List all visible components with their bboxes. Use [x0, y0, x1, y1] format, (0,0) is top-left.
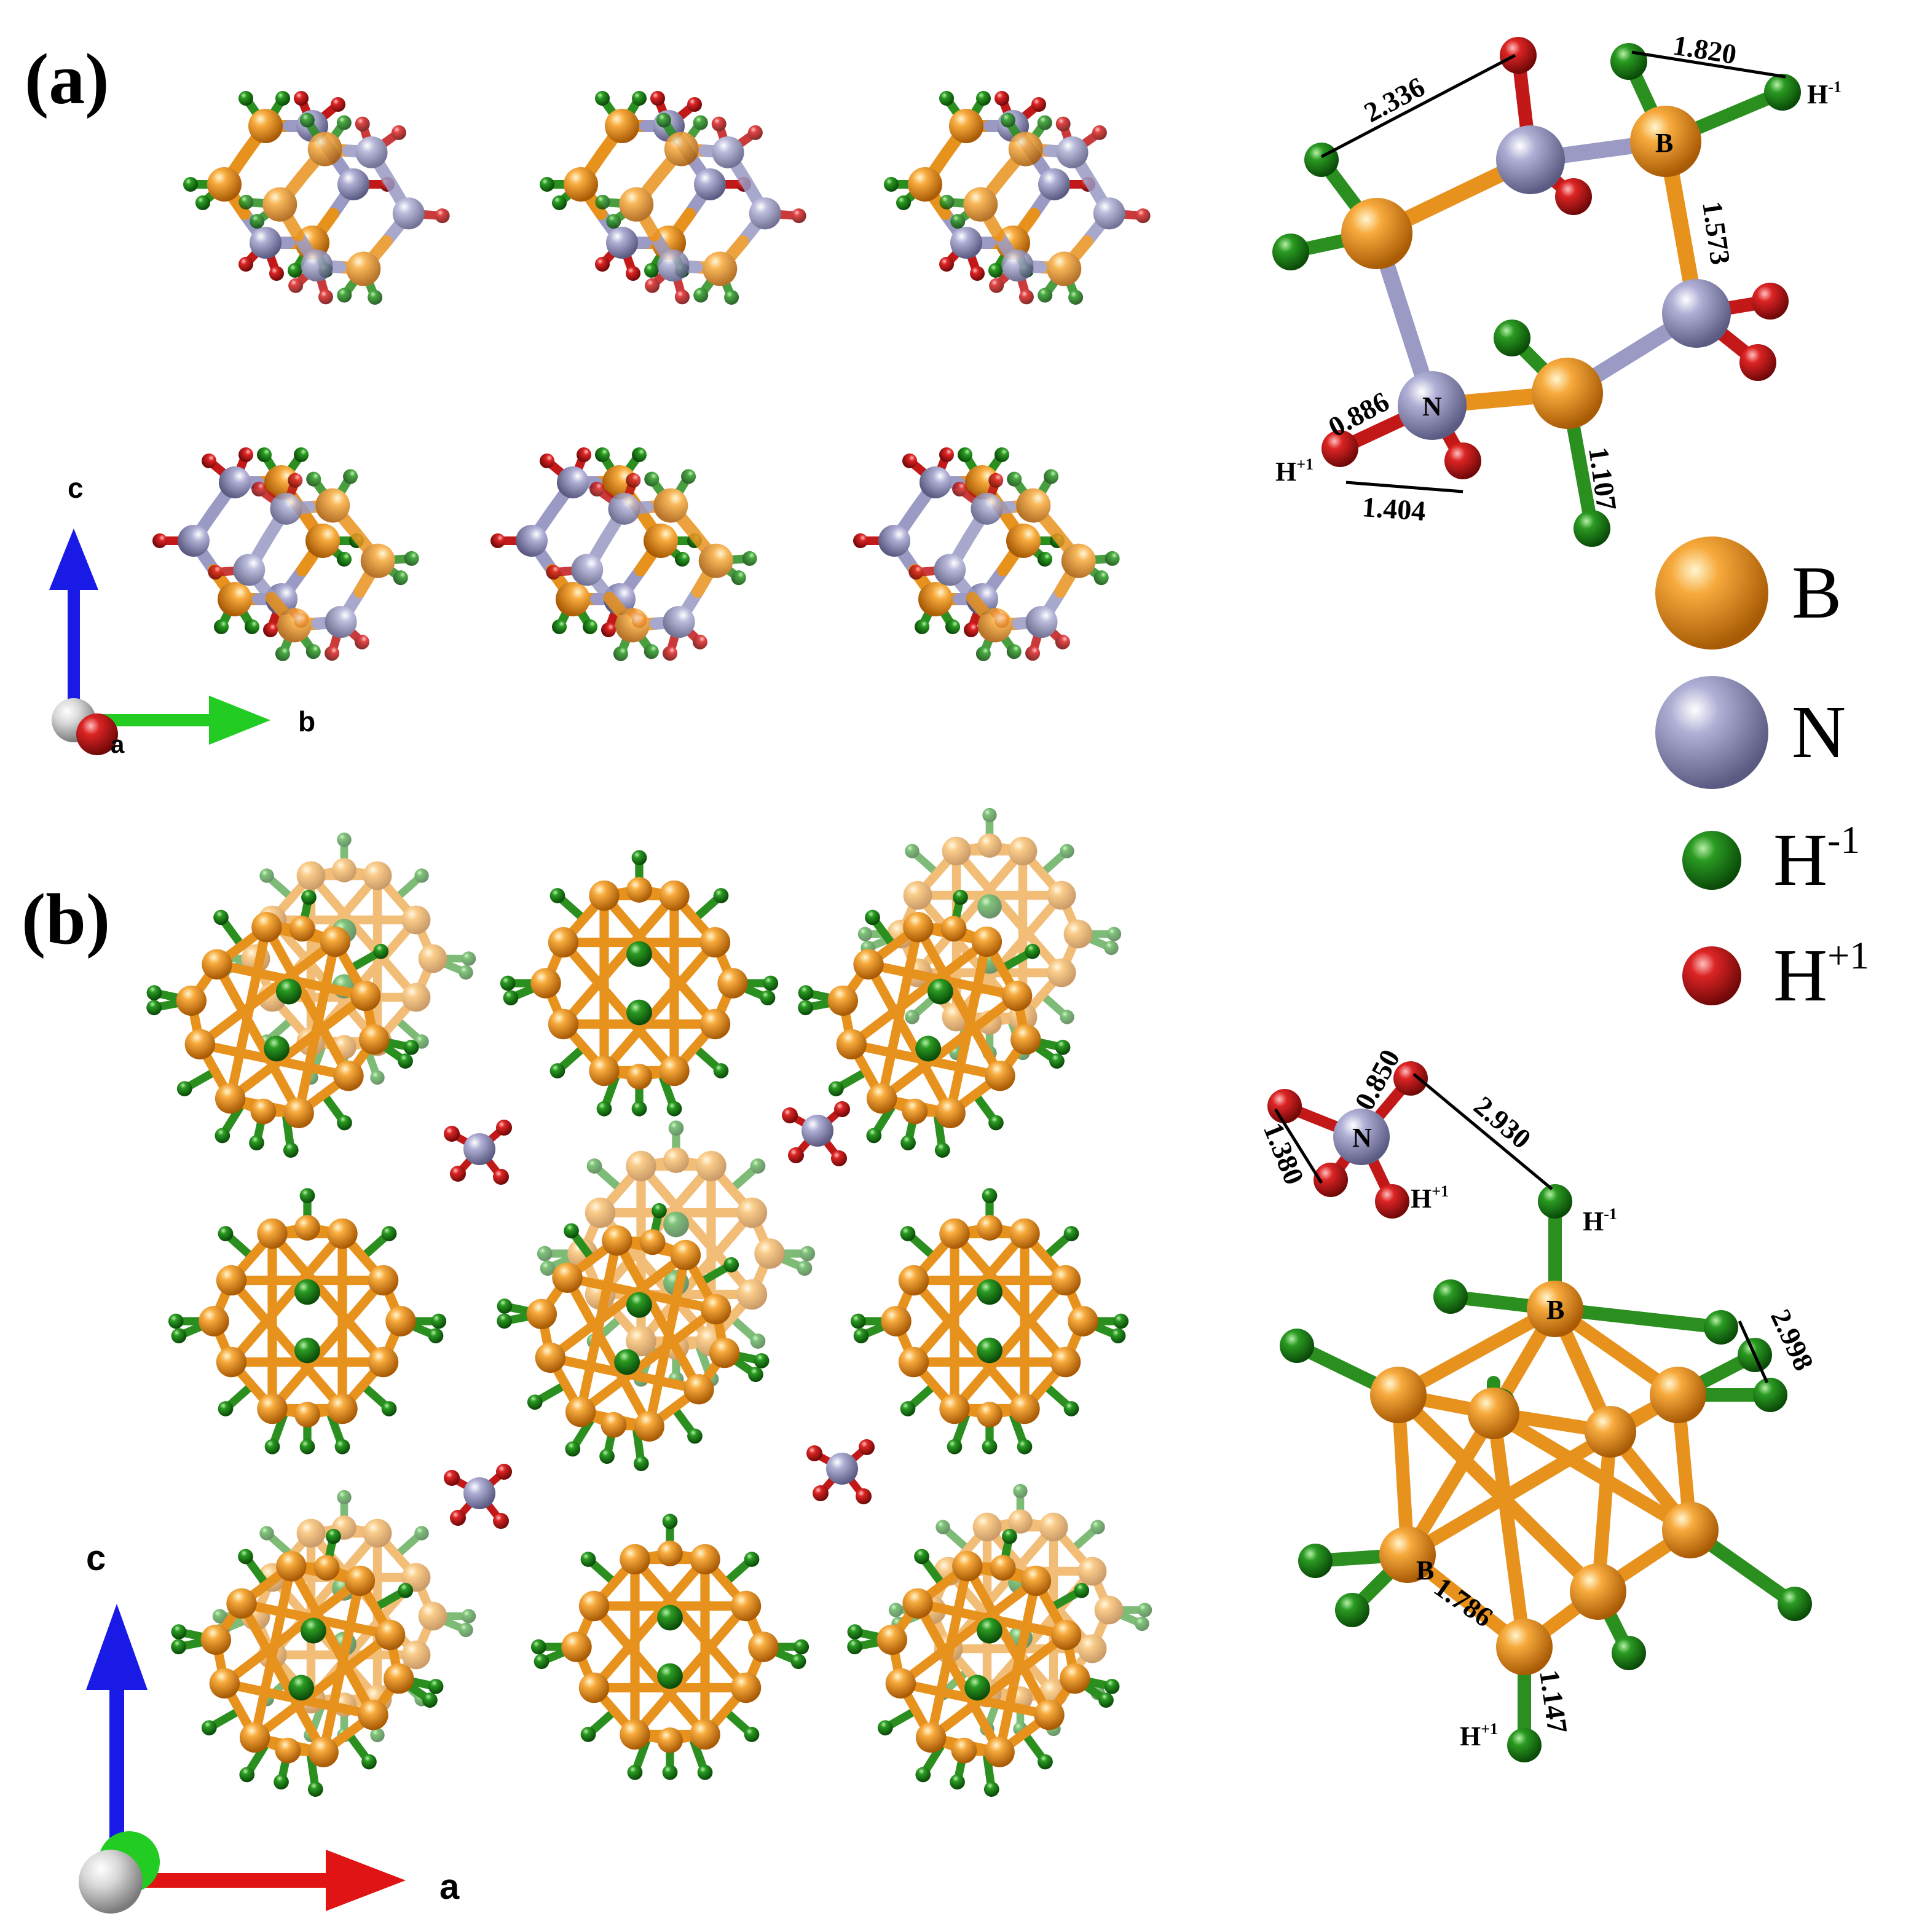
- axes-indicator-a: c b a: [49, 472, 315, 758]
- atom-label-hpos-b1: H+1: [1411, 1182, 1449, 1214]
- nh4-cation-1: [444, 1120, 512, 1185]
- atom-label-n-b: N: [1352, 1123, 1372, 1153]
- distance-2-998: 2.998: [1765, 1305, 1820, 1375]
- distance-2-930: 2.930: [1468, 1090, 1537, 1155]
- b12-cage-row1-col2: [500, 850, 778, 1116]
- distance-1-404: 1.404: [1361, 491, 1427, 527]
- axis-label-a-b: a: [439, 1867, 460, 1907]
- b12-cage-row2-col2: [470, 1120, 815, 1492]
- distance-1-573: 1.573: [1696, 199, 1736, 267]
- atom-label-hpos-b2: H+1: [1460, 1720, 1498, 1751]
- atom-label-b-top: B: [1546, 1295, 1564, 1325]
- nh4-cation-2: [782, 1101, 850, 1166]
- legend-item-hydride: H-1: [1682, 818, 1860, 901]
- legend-item-proton: H+1: [1682, 933, 1869, 1017]
- bn-ring-a3: [884, 91, 1157, 313]
- bn-ring-a2: [540, 91, 813, 313]
- atom-label-hneg: H-1: [1807, 78, 1841, 109]
- axis-label-a-a: a: [111, 731, 125, 758]
- atom-label-n: N: [1422, 391, 1442, 422]
- axis-label-b-a: b: [298, 705, 315, 737]
- b12-cage-row3-col2: [531, 1514, 809, 1780]
- b12-cage-row3-col3: [820, 1484, 1152, 1818]
- atom-label-b: B: [1655, 128, 1673, 158]
- legend-item-boron: B: [1655, 536, 1841, 650]
- svg-text:B: B: [1792, 551, 1841, 634]
- atom-label-hpos: H+1: [1275, 455, 1314, 487]
- bn-ring-a4: [152, 447, 426, 669]
- nh4-cation-4: [806, 1439, 875, 1504]
- bn-ring-a6: [853, 447, 1127, 669]
- panel-label-a: (a): [25, 39, 109, 119]
- atom-legend: B N H-1 H+1: [1655, 536, 1869, 1017]
- axis-label-c-b: c: [86, 1538, 106, 1578]
- molecule-b-detail: 0.850 1.380 2.930 2.998 1.786 1.147 N H+…: [1258, 1044, 1820, 1762]
- b12-cage-row3-col1: [144, 1490, 476, 1818]
- legend-item-nitrogen: N: [1655, 676, 1846, 789]
- b12-cage-row2-col3: [851, 1188, 1128, 1454]
- svg-text:H-1: H-1: [1773, 818, 1860, 901]
- bn-ring-a1: [183, 91, 456, 313]
- svg-text:N: N: [1792, 691, 1846, 774]
- atom-label-hneg-b: H-1: [1583, 1205, 1617, 1236]
- distance-1-147: 1.147: [1534, 1668, 1574, 1735]
- axis-label-c-a: c: [68, 472, 84, 504]
- distance-1-820: 1.820: [1671, 29, 1738, 71]
- panel-b-cage-lattice: [119, 808, 1152, 1818]
- nh4-cation-3: [444, 1464, 512, 1529]
- b12-cage-row2-col1: [168, 1188, 446, 1454]
- axes-indicator-b: c a: [79, 1538, 460, 1914]
- molecule-a-detail: 2.336 1.820 1.573 0.886 1.404 1.107 B N …: [1272, 29, 1841, 547]
- svg-text:H+1: H+1: [1773, 933, 1869, 1017]
- panel-label-b: (b): [22, 879, 110, 959]
- panel-a-ring-lattice: [152, 91, 1157, 669]
- atom-label-b-left: B: [1416, 1555, 1434, 1585]
- bn-ring-a5: [490, 447, 764, 669]
- b12-cage-row1-col1: [119, 833, 476, 1179]
